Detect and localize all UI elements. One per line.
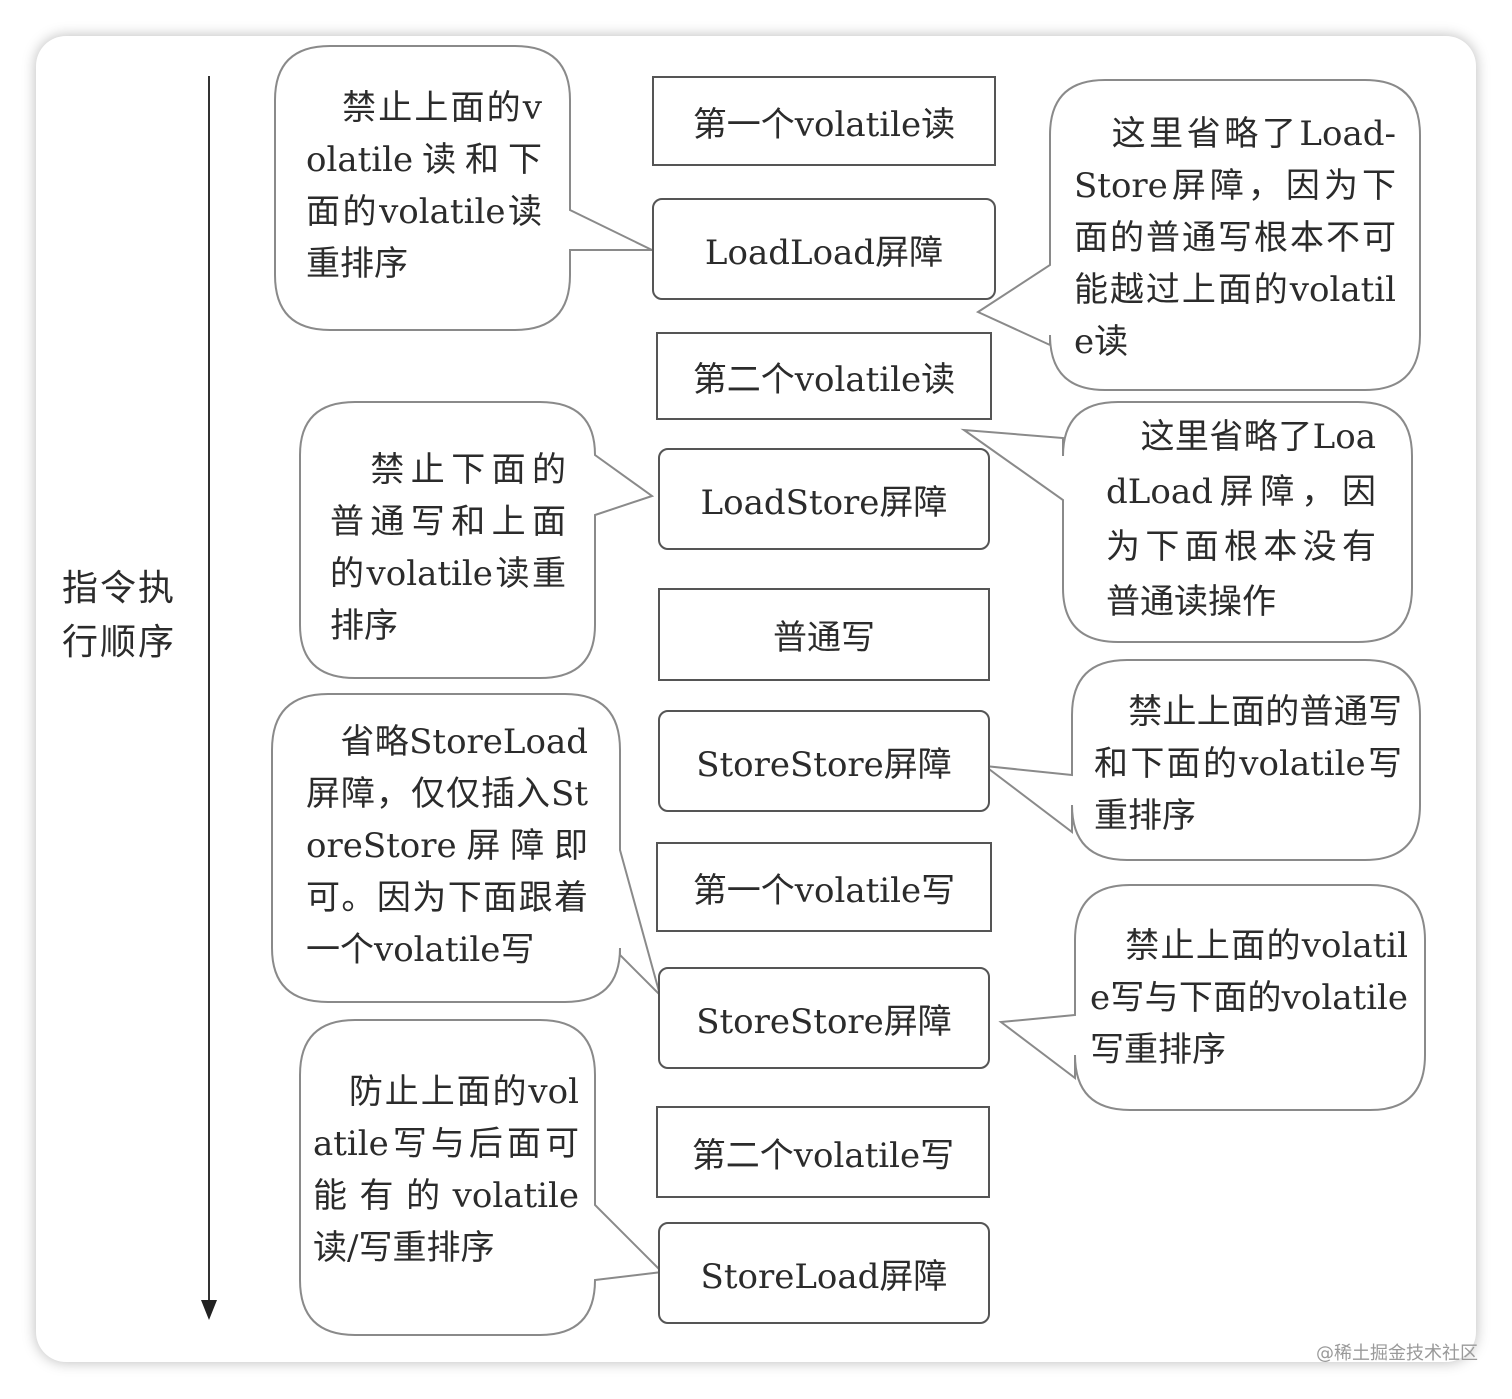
loadstore-barrier-box: LoadStore屏障 — [658, 448, 990, 550]
bubble-left-4-shape — [299, 1019, 665, 1336]
bubble-left-4-text: 防止上面的volatile写与后面可能有的volatile读/写重排序 — [313, 1072, 579, 1268]
bubble-right-1-shape — [975, 79, 1421, 391]
loadload-barrier-box: LoadLoad屏障 — [652, 198, 996, 300]
bubble-right-2-shape — [960, 401, 1413, 643]
bubble-left-2-text: 禁止下面的普通写和上面的volatile读重排序 — [330, 450, 566, 646]
bubble-right-3-shape — [981, 659, 1421, 861]
execution-order-label: 指令执行顺序 — [62, 568, 177, 663]
first-volatile-write-box: 第一个volatile写 — [656, 842, 992, 932]
bubble-right-4-shape — [998, 884, 1426, 1111]
storestore-barrier-box-2: StoreStore屏障 — [658, 967, 990, 1069]
first-volatile-read-box: 第一个volatile读 — [652, 76, 996, 166]
bubble-right-3-text: 禁止上面的普通写和下面的volatile写重排序 — [1094, 692, 1402, 836]
bubble-left-1-shape — [274, 45, 653, 331]
bubble-left-1-text: 禁止上面的volatile读和下面的volatile读重排序 — [306, 88, 542, 284]
second-volatile-read-box: 第二个volatile读 — [656, 332, 992, 420]
bubble-left-3-shape — [271, 693, 662, 1003]
timeline-arrowhead — [201, 1300, 217, 1320]
storeload-barrier-box: StoreLoad屏障 — [658, 1222, 990, 1324]
bubble-right-1-text: 这里省略了Load-Store屏障，因为下面的普通写根本不可能越过上面的vola… — [1074, 114, 1396, 362]
watermark: @稀土掘金技术社区 — [1316, 1343, 1478, 1364]
storestore-barrier-box-1: StoreStore屏障 — [658, 710, 990, 812]
second-volatile-write-box: 第二个volatile写 — [656, 1106, 990, 1198]
normal-write-box: 普通写 — [658, 588, 990, 681]
bubble-left-3-text: 省略StoreLoad屏障，仅仅插入StoreStore屏障即可。因为下面跟着一… — [306, 722, 588, 970]
bubble-left-2-shape — [299, 401, 655, 679]
bubble-right-4-text: 禁止上面的volatile写与下面的volatile写重排序 — [1090, 926, 1408, 1070]
bubble-right-2-text: 这里省略了LoadLoad屏障，因为下面根本没有普通读操作 — [1106, 417, 1376, 622]
